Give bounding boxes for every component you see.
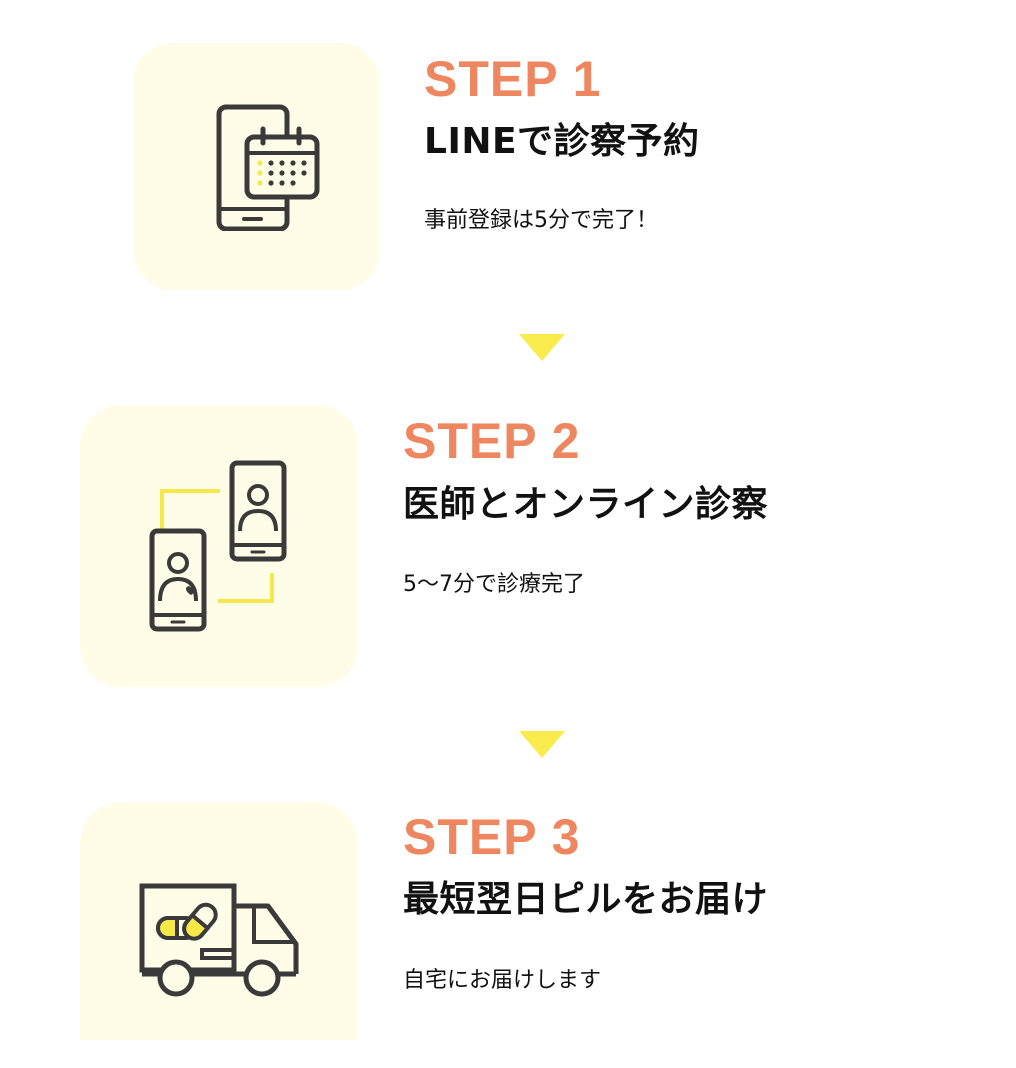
step-1-icon-tile xyxy=(133,43,380,290)
step-3-icon-tile xyxy=(80,802,358,1040)
step-3-title: 最短翌日ピルをお届け xyxy=(403,879,769,920)
step-2-title: 医師とオンライン診察 xyxy=(403,484,769,525)
step-3-label: STEP 3 xyxy=(403,809,581,865)
phone-calendar-icon xyxy=(216,104,320,231)
step-arrow-down-2 xyxy=(519,731,565,758)
delivery-truck-pill-icon xyxy=(139,883,299,997)
step-1-description: 事前登録は5分で完了！ xyxy=(424,208,658,233)
step-2-label: STEP 2 xyxy=(403,413,581,469)
step-2-icon-tile xyxy=(80,405,358,687)
step-3-description: 自宅にお届けします xyxy=(403,968,602,993)
video-call-phones-icon xyxy=(149,460,287,632)
step-1-label: STEP 1 xyxy=(424,51,602,107)
step-1-title: LINEで診察予約 xyxy=(424,121,700,162)
step-arrow-down-1 xyxy=(519,334,565,361)
step-2-description: 5〜7分で診療完了 xyxy=(403,572,585,597)
